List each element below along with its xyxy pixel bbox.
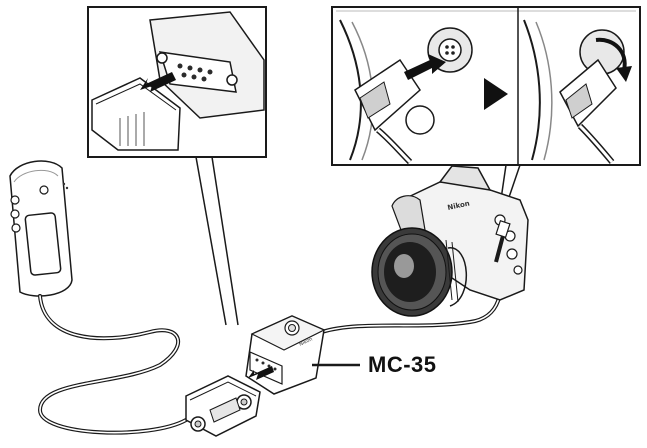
gps-unit <box>9 160 73 297</box>
next-step-arrow-icon <box>484 78 508 110</box>
connector-brand-text: Nikon <box>298 336 313 347</box>
inset1-pointer-lines <box>195 156 239 326</box>
serial-plug <box>185 375 261 437</box>
inset-serial-connector <box>87 6 267 158</box>
inset-step-insert <box>339 19 473 165</box>
inset-step-lock <box>517 8 632 165</box>
mc35-label: MC-35 <box>368 352 437 377</box>
camera: Nikon <box>371 165 529 317</box>
inset-camera-terminal <box>331 6 641 166</box>
mc35-adapter: Nikon <box>245 315 326 395</box>
